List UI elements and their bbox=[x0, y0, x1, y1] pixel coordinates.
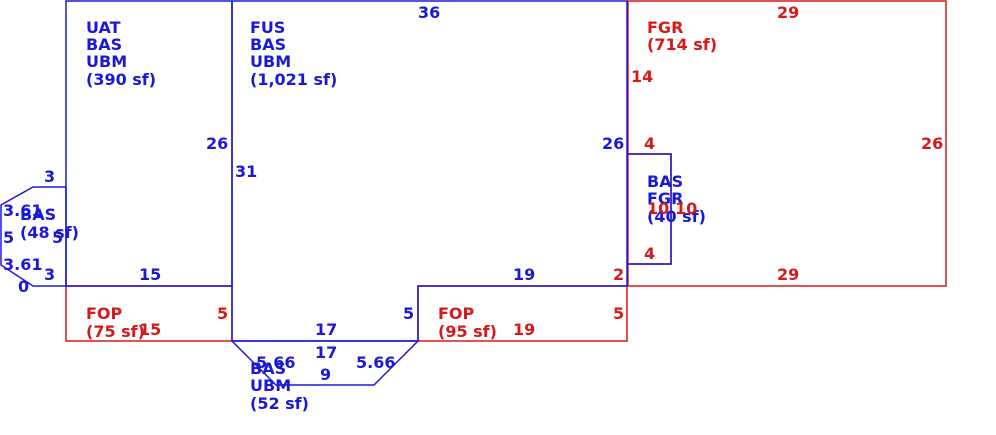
fop-left-label-l1: FOP bbox=[86, 304, 123, 323]
dim-bas-fgr-right-b: 10 bbox=[675, 199, 697, 218]
dim-bas-left-bottom: 3 bbox=[44, 265, 55, 284]
dim-fus-top: 36 bbox=[418, 3, 440, 22]
dim-fgr-left-lower: 2 bbox=[613, 265, 624, 284]
dim-bas-fgr-right-a: 10 bbox=[647, 199, 669, 218]
dim-fus-bottom: 19 bbox=[513, 265, 535, 284]
fus-label-l1: FUS bbox=[250, 18, 285, 37]
dim-fgr-bottom: 29 bbox=[777, 265, 799, 284]
dim-bas-fgr-bottom: 4 bbox=[644, 244, 655, 263]
dim-bas-fgr-top: 4 bbox=[644, 134, 655, 153]
bas-left-label-size: (48 sf) bbox=[20, 223, 79, 242]
dim-notch-right: 5 bbox=[403, 304, 414, 323]
fgr-label-size: (714 sf) bbox=[647, 35, 717, 54]
dim-fop-left-bottom: 15 bbox=[139, 320, 161, 339]
dim-uat-right: 26 bbox=[206, 134, 228, 153]
dim-bas-bottom-diag-right: 5.66 bbox=[356, 353, 395, 372]
uat-label-size: (390 sf) bbox=[86, 70, 156, 89]
fop-left-label-size: (75 sf) bbox=[86, 322, 145, 341]
dim-fop-right-bottom: 19 bbox=[513, 320, 535, 339]
dim-fus-left: 31 bbox=[235, 162, 257, 181]
dim-notch-top: 17 bbox=[315, 320, 337, 339]
dim-bas-bottom-top: 17 bbox=[315, 343, 337, 362]
dim-uat-bottom: 15 bbox=[139, 265, 161, 284]
fus-label-l2: BAS bbox=[250, 35, 286, 54]
dim-fop-right-right: 5 bbox=[613, 304, 624, 323]
dim-bas-bottom-bottom: 9 bbox=[320, 365, 331, 384]
dim-fgr-right: 26 bbox=[921, 134, 943, 153]
dim-bas-left-right: 5 bbox=[52, 228, 63, 247]
dim-fus-right: 26 bbox=[602, 134, 624, 153]
dim-bas-left-zero: 0 bbox=[18, 277, 29, 296]
fus-label-l3: UBM bbox=[250, 52, 291, 71]
fop-right-label-size: (95 sf) bbox=[438, 322, 497, 341]
dim-bas-bottom-diag-left: 5.66 bbox=[256, 353, 295, 372]
uat-label-l1: UAT bbox=[86, 18, 121, 37]
fop-right-label-l1: FOP bbox=[438, 304, 475, 323]
bas-fgr-label-size: (40 sf) bbox=[647, 207, 706, 226]
fus-area-outline bbox=[231, 0, 628, 342]
dim-bas-left-diag-bottom: 3.61 bbox=[3, 255, 42, 274]
bas-fgr-blue-outline bbox=[628, 153, 672, 265]
dim-fop-left-right: 5 bbox=[217, 304, 228, 323]
fus-label-size: (1,021 sf) bbox=[250, 70, 337, 89]
dim-fgr-top: 29 bbox=[777, 3, 799, 22]
dim-bas-left-top: 3 bbox=[44, 167, 55, 186]
dim-fgr-left-upper: 14 bbox=[631, 67, 653, 86]
bas-left-outline bbox=[0, 186, 67, 287]
bas-left-label-l1: BAS bbox=[20, 205, 56, 224]
bas-bottom-label-size: (52 sf) bbox=[250, 394, 309, 413]
dim-bas-left-diag-top: 3.61 bbox=[3, 201, 42, 220]
fgr-label-l1: FGR bbox=[647, 18, 683, 37]
uat-label-l2: BAS bbox=[86, 35, 122, 54]
bas-fgr-label-l1: BAS bbox=[647, 172, 683, 191]
uat-label-l3: UBM bbox=[86, 52, 127, 71]
bas-bottom-label-l2: UBM bbox=[250, 376, 291, 395]
fgr-garage-outline bbox=[627, 0, 947, 287]
bas-fgr-label-l2: FGR bbox=[647, 189, 683, 208]
bas-bottom-outline bbox=[230, 340, 420, 386]
dim-bas-left-side: 5 bbox=[3, 228, 14, 247]
bas-bottom-label-l1: BAS bbox=[250, 359, 286, 378]
